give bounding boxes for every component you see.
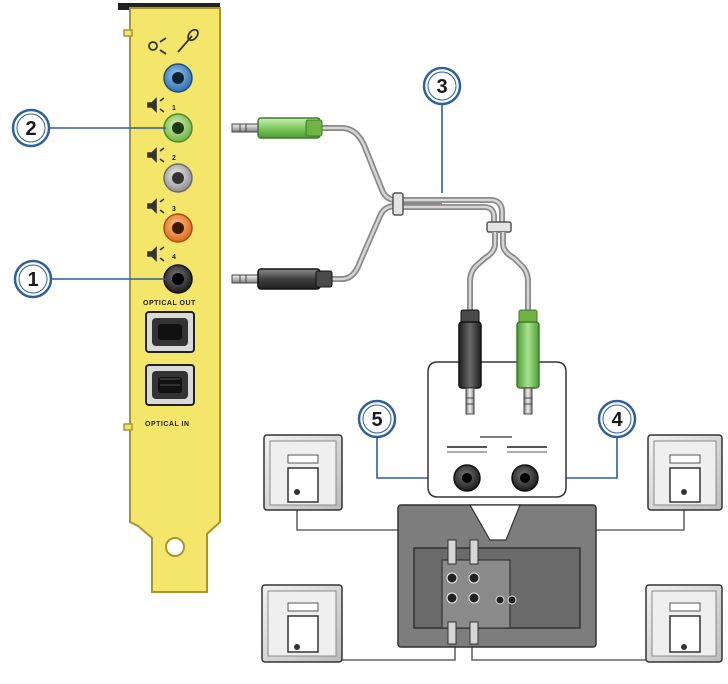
plug-green-card[interactable] xyxy=(231,117,323,139)
callout-4: 4 xyxy=(597,399,637,439)
plug-green-speaker[interactable] xyxy=(516,309,540,415)
speaker-rear-left xyxy=(261,584,343,663)
jack-number-3: 3 xyxy=(172,206,176,213)
panel-jack-rear-input[interactable] xyxy=(453,464,481,492)
bracket-screw-hole xyxy=(165,537,185,557)
speaker-front-left xyxy=(263,434,343,511)
optical-in-port[interactable] xyxy=(145,364,195,406)
bracket-top-tab xyxy=(118,3,220,10)
speaker-rear-right xyxy=(645,584,723,663)
plug-black-card[interactable] xyxy=(231,268,333,290)
callout-3: 3 xyxy=(422,66,462,106)
subwoofer-unit xyxy=(397,504,597,648)
optical-out-label: OPTICAL OUT xyxy=(143,300,196,307)
speaker-icon-1 xyxy=(147,97,165,113)
callout-5-number: 5 xyxy=(371,409,382,431)
y-splitter-cable xyxy=(322,125,531,312)
jack-gray-side-out[interactable] xyxy=(163,163,193,193)
jack-number-4: 4 xyxy=(172,254,176,261)
optical-out-port[interactable] xyxy=(145,311,195,353)
callout-1: 1 xyxy=(13,259,53,299)
jack-number-2: 2 xyxy=(172,155,176,162)
subwoofer-power-knob[interactable] xyxy=(495,595,517,605)
jack-black-rear-out[interactable] xyxy=(163,264,193,294)
speaker-icon-3 xyxy=(147,198,165,214)
jack-blue-line-in[interactable] xyxy=(163,63,193,93)
jack-orange-center-out[interactable] xyxy=(163,213,193,243)
speaker-icon-2 xyxy=(147,147,165,163)
callout-2: 2 xyxy=(11,108,51,148)
jack-number-1: 1 xyxy=(172,105,176,112)
sound-card-bracket: 1 2 3 4 OPTICAL OUT xyxy=(118,3,221,593)
speaker-front-right xyxy=(647,434,723,511)
callout-4-number: 4 xyxy=(611,409,623,431)
callout-2-number: 2 xyxy=(25,118,36,140)
panel-jack-front-input[interactable] xyxy=(511,464,539,492)
plug-black-speaker[interactable] xyxy=(458,309,482,415)
microphone-icon xyxy=(148,28,199,55)
callout-1-number: 1 xyxy=(27,269,38,291)
speaker-icon-4 xyxy=(147,246,165,262)
callout-3-number: 3 xyxy=(436,76,447,98)
speaker-input-panel xyxy=(427,361,567,498)
optical-in-label: OPTICAL IN xyxy=(145,421,190,428)
callout-5: 5 xyxy=(357,399,397,439)
jack-green-front-out[interactable] xyxy=(163,113,193,143)
subwoofer-input-jacks[interactable] xyxy=(446,539,480,645)
